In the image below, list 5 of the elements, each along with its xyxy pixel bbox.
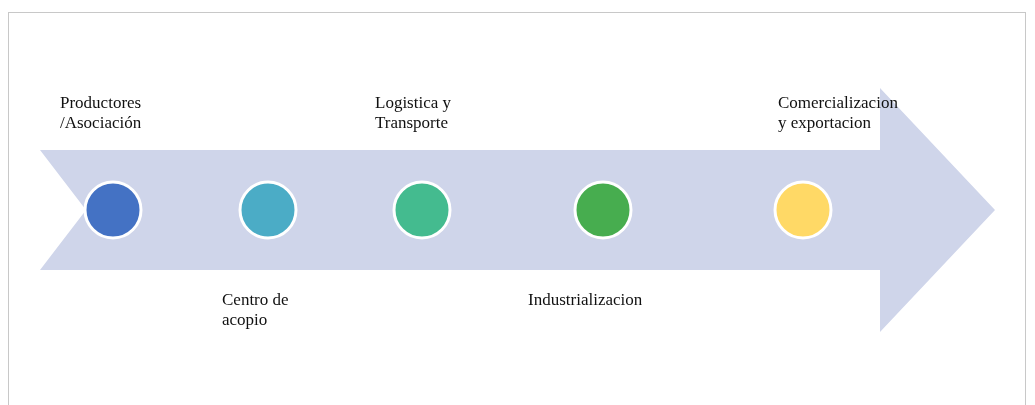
stage-label: Productores /Asociación [60,93,143,133]
stage-label: Centro de acopio [222,290,290,330]
stage-label: Industrializacion [528,290,644,310]
stage-label: Logistica y Transporte [375,93,452,133]
stage-label: Comercializacion y exportacion [778,93,899,133]
